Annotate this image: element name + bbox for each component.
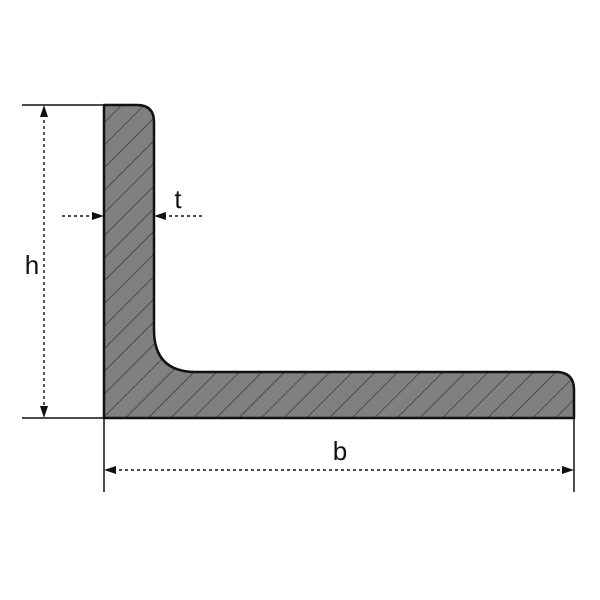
arrowhead-left-icon [154,212,166,220]
height-dimension [40,105,48,418]
height-label: h [25,250,39,280]
arrowhead-left-icon [104,466,116,474]
angle-cross-section [102,103,576,420]
thickness-dimension [62,212,203,220]
width-label: b [333,436,347,466]
arrowhead-right-icon [92,212,104,220]
arrowhead-right-icon [562,466,574,474]
thickness-label: t [174,184,182,214]
width-dimension [104,466,574,474]
arrowhead-up-icon [40,105,48,117]
arrowhead-down-icon [40,406,48,418]
